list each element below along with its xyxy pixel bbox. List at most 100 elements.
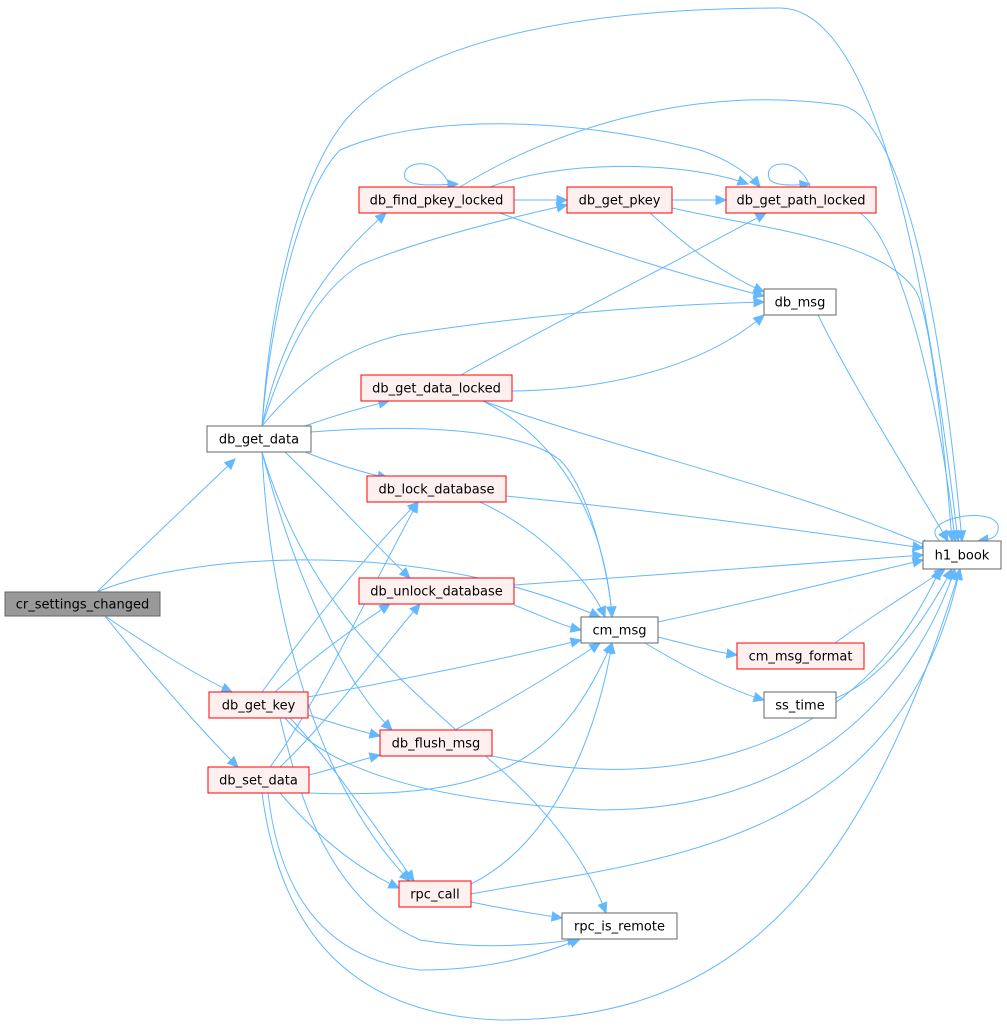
arrowhead <box>380 718 393 731</box>
edge-db_find_pkey_locked-to-db_get_path_locked <box>489 165 750 188</box>
edge-line <box>479 501 606 618</box>
edge-line <box>513 554 924 586</box>
arrowhead <box>754 212 768 223</box>
arrowhead <box>955 530 967 543</box>
node-box[interactable] <box>358 186 515 214</box>
edge-rpc_call-to-rpc_is_remote <box>470 901 564 922</box>
edge-db_get_key-to-db_unlock_database <box>274 603 392 693</box>
node-box[interactable] <box>763 691 837 719</box>
node-box[interactable] <box>725 186 877 214</box>
edge-db_get_data_locked-to-db_msg <box>511 314 765 392</box>
node-ss_time[interactable]: ss_time <box>763 691 837 719</box>
arrowhead <box>368 752 382 763</box>
edge-cm_msg_format-to-h1_book <box>834 568 946 644</box>
arrowhead <box>948 530 960 543</box>
arrowhead <box>752 282 766 293</box>
node-box[interactable] <box>561 912 678 940</box>
node-cm_msg_format[interactable]: cm_msg_format <box>736 642 865 670</box>
arrowhead <box>752 691 766 703</box>
arrowhead <box>223 458 236 471</box>
node-label: db_find_pkey_locked <box>370 194 504 209</box>
node-box[interactable] <box>398 880 472 908</box>
node-cm_msg[interactable]: cm_msg <box>580 616 659 644</box>
node-db_flush_msg[interactable]: db_flush_msg <box>379 729 493 757</box>
node-box[interactable] <box>208 691 309 719</box>
edge-cm_msg-to-ss_time <box>644 642 766 703</box>
node-box[interactable] <box>358 577 515 605</box>
edge-db_get_path_locked-to-h1_book <box>859 212 960 543</box>
node-db_msg[interactable]: db_msg <box>763 288 837 316</box>
edge-line <box>261 451 393 731</box>
edges-layer <box>96 7 999 1021</box>
edge-line <box>511 314 765 392</box>
edge-line <box>261 123 761 427</box>
edge-db_get_data-to-db_unlock_database <box>284 451 411 579</box>
node-box[interactable] <box>4 591 161 617</box>
edge-db_get_data_locked-to-h1_book <box>482 400 934 549</box>
node-db_set_data[interactable]: db_set_data <box>207 766 310 794</box>
arrowhead <box>938 529 949 543</box>
edge-db_flush_msg-to-h1_book <box>491 567 941 770</box>
edge-line <box>649 212 765 293</box>
node-box[interactable] <box>763 288 837 316</box>
node-label: db_get_data <box>219 433 299 448</box>
node-h1_book[interactable]: h1_book <box>922 540 1002 570</box>
node-cr_settings_changed[interactable]: cr_settings_changed <box>4 591 161 617</box>
edge-line <box>261 204 568 427</box>
edge-line <box>835 568 953 699</box>
edge-db_get_pkey-to-db_get_path_locked <box>672 194 728 206</box>
edge-line <box>307 639 582 698</box>
node-box[interactable] <box>566 186 673 214</box>
arrowhead <box>568 938 582 948</box>
edge-line <box>279 792 400 889</box>
node-label: db_lock_database <box>378 483 494 498</box>
edge-db_get_data-to-db_get_path_locked <box>261 123 761 427</box>
node-box[interactable] <box>366 475 507 503</box>
arrowhead <box>569 637 583 648</box>
arrowhead <box>725 648 739 659</box>
node-label: db_get_pkey <box>579 194 661 209</box>
node-box[interactable] <box>922 540 1002 570</box>
edge-line <box>513 604 582 631</box>
node-box[interactable] <box>360 374 513 402</box>
node-box[interactable] <box>206 425 312 453</box>
node-db_unlock_database[interactable]: db_unlock_database <box>358 577 515 605</box>
edge-db_set_data-to-db_unlock_database <box>279 603 421 768</box>
node-box[interactable] <box>580 616 659 644</box>
node-db_get_key[interactable]: db_get_key <box>208 691 309 719</box>
node-box[interactable] <box>379 729 493 757</box>
node-box[interactable] <box>207 766 310 794</box>
edge-db_get_data-to-rpc_is_remote <box>261 451 608 915</box>
edge-db_set_data-to-cm_msg <box>308 641 613 795</box>
node-db_lock_database[interactable]: db_lock_database <box>366 475 507 503</box>
node-rpc_is_remote[interactable]: rpc_is_remote <box>561 912 678 940</box>
arrowhead <box>409 603 421 616</box>
node-label: rpc_is_remote <box>574 920 665 935</box>
node-label: rpc_call <box>410 888 460 903</box>
node-db_get_data_locked[interactable]: db_get_data_locked <box>360 374 513 402</box>
edge-line <box>269 501 419 768</box>
edge-line <box>261 301 765 427</box>
edge-cm_msg-to-h1_book <box>657 557 925 623</box>
edge-line <box>482 400 613 618</box>
node-db_find_pkey_locked[interactable]: db_find_pkey_locked <box>358 186 515 214</box>
edge-line <box>308 642 613 795</box>
edge-line <box>454 642 601 731</box>
edge-db_get_data-to-db_msg <box>261 297 766 427</box>
edge-ss_time-to-h1_book <box>835 567 953 699</box>
edge-line <box>767 163 811 188</box>
arrowhead <box>911 541 925 552</box>
node-db_get_data[interactable]: db_get_data <box>206 425 312 453</box>
node-box[interactable] <box>736 642 865 670</box>
node-db_get_path_locked[interactable]: db_get_path_locked <box>725 186 877 214</box>
arrowhead <box>930 567 941 581</box>
edge-line <box>96 458 236 593</box>
edge-line <box>460 212 767 376</box>
node-label: db_flush_msg <box>392 737 481 752</box>
edge-line <box>104 615 233 693</box>
edge-line <box>279 603 421 768</box>
node-rpc_call[interactable]: rpc_call <box>398 880 472 908</box>
node-db_get_pkey[interactable]: db_get_pkey <box>566 186 673 214</box>
arrowhead <box>605 641 616 655</box>
